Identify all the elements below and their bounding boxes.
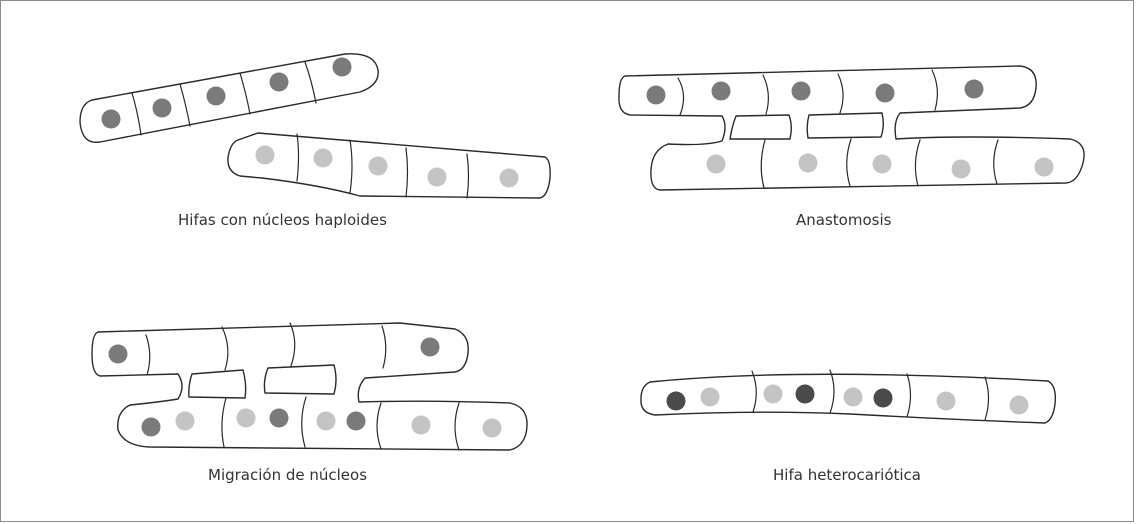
nucleus — [109, 345, 128, 364]
nucleus — [1035, 158, 1054, 177]
nucleus — [873, 155, 892, 174]
nucleus — [256, 146, 275, 165]
nucleus — [965, 80, 984, 99]
nucleus — [347, 412, 366, 431]
nucleus — [412, 416, 431, 435]
nucleus — [500, 169, 519, 188]
nucleus — [764, 385, 783, 404]
nucleus — [707, 155, 726, 174]
panel-anastomosis — [619, 66, 1084, 190]
nucleus — [796, 385, 815, 404]
nucleus — [701, 388, 720, 407]
nucleus — [667, 392, 686, 411]
caption-nuclear-migration: Migración de núcleos — [208, 466, 367, 484]
nucleus — [937, 392, 956, 411]
nucleus — [333, 58, 352, 77]
caption-anastomosis: Anastomosis — [796, 211, 891, 229]
nucleus — [876, 84, 895, 103]
panel-haploid-hyphae — [80, 54, 550, 198]
nucleus — [270, 409, 289, 428]
panel-heterokaryotic-hypha — [641, 370, 1055, 423]
hypha-light-nuclei — [228, 133, 550, 198]
panel-nuclear-migration — [92, 323, 527, 450]
nucleus — [483, 419, 502, 438]
caption-haploid-hyphae: Hifas con núcleos haploides — [178, 211, 387, 229]
nucleus — [1010, 396, 1029, 415]
nucleus — [792, 82, 811, 101]
nucleus — [153, 99, 172, 118]
nucleus — [799, 154, 818, 173]
nucleus — [176, 412, 195, 431]
nucleus — [142, 418, 161, 437]
nucleus — [237, 409, 256, 428]
nucleus — [874, 389, 893, 408]
nucleus — [270, 73, 289, 92]
caption-heterokaryotic-hypha: Hifa heterocariótica — [773, 466, 921, 484]
nucleus — [844, 388, 863, 407]
nucleus — [207, 87, 226, 106]
nucleus — [428, 168, 447, 187]
nucleus — [952, 160, 971, 179]
nucleus — [421, 338, 440, 357]
nucleus — [102, 110, 121, 129]
nucleus — [317, 412, 336, 431]
nucleus — [314, 149, 333, 168]
nucleus — [712, 82, 731, 101]
nucleus — [369, 157, 388, 176]
hypha-dark-nuclei — [80, 54, 378, 143]
nucleus — [647, 86, 666, 105]
